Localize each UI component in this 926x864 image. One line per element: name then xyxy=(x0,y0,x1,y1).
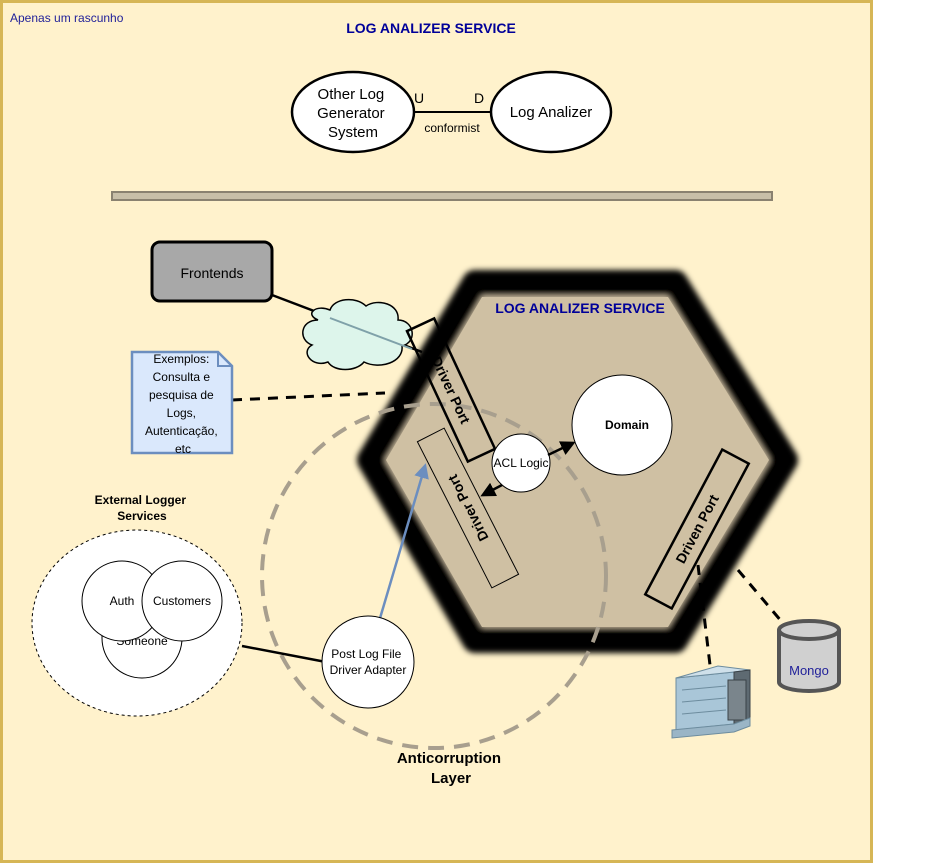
anticorruption-layer-boundary xyxy=(260,402,608,750)
cloud-link xyxy=(329,317,413,350)
upstream-line-1: Other Log xyxy=(318,86,385,103)
server-slot-2 xyxy=(681,697,727,703)
acl-label-line-1: Anticorruption xyxy=(397,750,501,767)
post-log-adapter-label: Post Log File Driver Adapter xyxy=(330,647,407,677)
upstream-marker: U xyxy=(414,90,424,106)
downstream-system-node[interactable] xyxy=(489,70,613,154)
draft-note: Apenas um rascunho xyxy=(10,11,124,25)
domain-label: Domain xyxy=(605,418,649,432)
domain-node[interactable] xyxy=(571,374,673,476)
adapter-line-2: Driver Adapter xyxy=(330,663,407,677)
server-slot-1 xyxy=(681,685,727,691)
examples-line-6: etc xyxy=(175,442,191,456)
examples-connector xyxy=(231,391,386,402)
examples-line-4: Logs, xyxy=(167,406,196,420)
driver-port-frontend-box xyxy=(405,316,497,464)
hexagon-title: LOG ANALIZER SERVICE xyxy=(495,300,665,316)
acl-logic-node[interactable] xyxy=(491,433,551,493)
frontends-label: Frontends xyxy=(180,265,243,281)
customers-node[interactable] xyxy=(141,560,223,642)
acl-to-domain-arrow xyxy=(547,441,576,457)
mongo-database[interactable]: Mongo xyxy=(777,619,841,693)
logger-to-adapter-link xyxy=(241,644,327,664)
external-logger-title-1: External Logger xyxy=(95,493,187,507)
mongo-cylinder xyxy=(777,630,841,693)
relationship-label: conformist xyxy=(424,121,480,135)
adapter-to-port-arrow xyxy=(376,463,429,626)
context-map: Other Log Generator System Log Analizer … xyxy=(290,70,613,154)
mongo-label: Mongo xyxy=(789,663,829,678)
mongo-cylinder-top xyxy=(777,619,841,641)
examples-text: Exemplos: Consulta e pesquisa de Logs, A… xyxy=(145,352,221,456)
upstream-system-label: Other Log Generator System xyxy=(317,86,389,141)
acl-logic-label: ACL Logic xyxy=(494,456,549,470)
external-logger-title: External Logger Services xyxy=(95,493,190,523)
hexagon-service-body xyxy=(386,297,769,627)
downstream-marker: D xyxy=(474,90,484,106)
frontends-node[interactable] xyxy=(150,240,274,303)
acl-to-port-arrow xyxy=(480,482,503,497)
upstream-system-node[interactable] xyxy=(290,70,416,154)
downstream-system-label: Log Analizer xyxy=(510,104,593,121)
auth-label: Auth xyxy=(110,594,135,608)
customers-label: Customers xyxy=(153,594,211,608)
cloud-shape xyxy=(302,298,413,371)
adapter-line-1: Post Log File xyxy=(331,647,401,661)
server-tower-front xyxy=(727,679,747,721)
note-fold-icon xyxy=(217,352,232,367)
top-title: LOG ANALIZER SERVICE xyxy=(346,20,516,36)
cloud-network xyxy=(302,298,413,371)
examples-line-5: Autenticação, xyxy=(145,424,218,438)
post-log-adapter-node[interactable] xyxy=(321,615,415,709)
examples-note[interactable] xyxy=(130,350,234,455)
mongo-connector xyxy=(736,569,784,623)
server-slot-3 xyxy=(681,709,727,715)
server-rack-front xyxy=(675,671,735,731)
acl-label-line-2: Layer xyxy=(431,770,471,787)
examples-line-1: Exemplos: xyxy=(153,352,209,366)
examples-line-3: pesquisa de xyxy=(149,388,214,402)
upstream-line-2: Generator xyxy=(317,105,385,122)
upstream-line-3: System xyxy=(328,124,378,141)
examples-line-2: Consulta e xyxy=(153,370,211,384)
server-icon xyxy=(671,665,751,739)
driver-port-logger-box xyxy=(416,427,520,589)
section-divider xyxy=(111,191,773,201)
external-logger-title-2: Services xyxy=(117,509,167,523)
anticorruption-layer-label: Anticorruption Layer xyxy=(397,750,505,787)
server-base xyxy=(671,717,751,739)
driven-port-box xyxy=(643,447,751,611)
